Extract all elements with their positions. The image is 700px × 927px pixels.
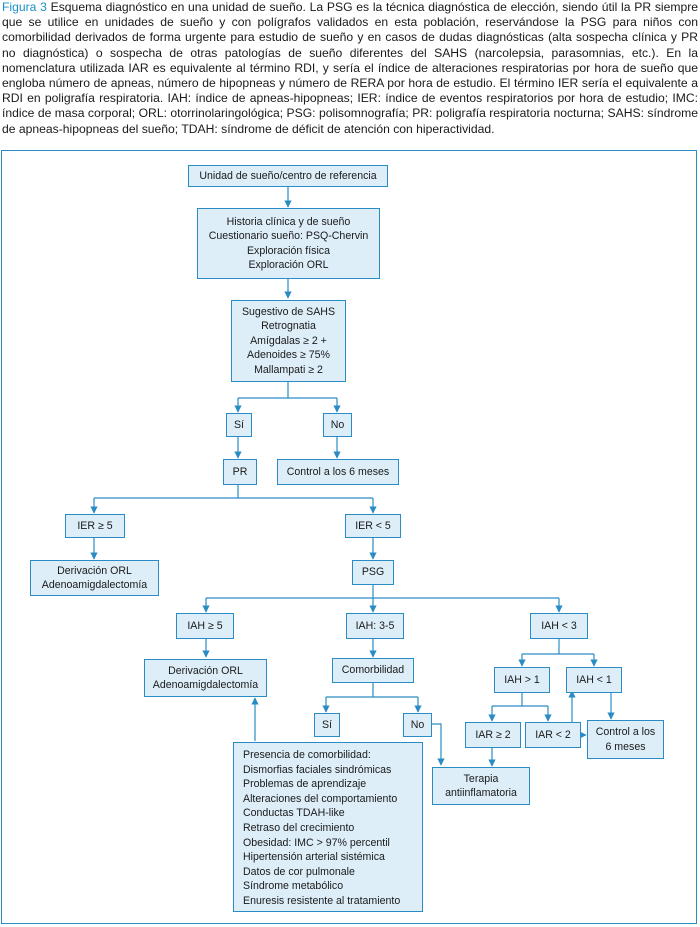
node-iah-3-5-label: IAH: 3-5 [355, 619, 395, 632]
node-control-6-meses: Control a los 6 meses [277, 459, 399, 485]
comorb-item: Alteraciones del comportamiento [243, 792, 398, 805]
node-no-1-label: No [330, 418, 345, 431]
comorb-item: Hipertensión arterial sistémica [243, 851, 385, 864]
node-unidad-sueno: Unidad de sueño/centro de referencia [188, 165, 388, 187]
comorb-item: Retraso del crecimiento [243, 821, 355, 834]
node-no-2: No [403, 713, 432, 737]
node-iah-3-5: IAH: 3-5 [346, 613, 404, 639]
derivacion1-line: Adenoamigdalectomía [41, 579, 148, 591]
node-pr: PR [223, 459, 257, 485]
node-ier-ge5-label: IER ≥ 5 [77, 519, 113, 532]
figure-caption: Figura 3 Esquema diagnóstico en una unid… [2, 0, 698, 137]
node-no-2-label: No [410, 718, 425, 731]
comorb-item: Datos de cor pulmonale [243, 865, 355, 878]
control2-line: 6 meses [605, 740, 646, 753]
historia-line: Exploración ORL [248, 258, 329, 271]
node-unidad-label: Unidad de sueño/centro de referencia [199, 169, 377, 182]
comorb-item: Dismorfias faciales sindrómicas [243, 763, 392, 776]
figure-label: Figura 3 [2, 0, 47, 14]
node-iah-ge5-label: IAH ≥ 5 [187, 619, 223, 632]
node-no-1: No [323, 413, 352, 437]
sugestivo-line: Mallampati ≥ 2 [254, 363, 323, 376]
comorb-item: Problemas de aprendizaje [243, 778, 367, 791]
node-iar-lt2: IAR < 2 [525, 722, 581, 748]
derivacion1-line: Derivación ORL [57, 564, 132, 577]
comorb-item: Conductas TDAH-like [243, 807, 345, 820]
terapia-line: Terapia [463, 772, 499, 785]
comorb-item: Síndrome metabólico [243, 880, 344, 893]
node-iar-ge2: IAR ≥ 2 [465, 722, 521, 748]
historia-line: Cuestionario sueño: PSQ-Chervin [208, 230, 369, 243]
node-ier-ge5: IER ≥ 5 [65, 514, 125, 538]
node-iah-gt1: IAH > 1 [494, 667, 550, 693]
node-derivacion-orl-1: Derivación ORL Adenoamigdalectomía [30, 560, 159, 596]
node-ier-lt5-label: IER < 5 [355, 519, 391, 532]
sugestivo-line: Adenoides ≥ 75% [247, 349, 330, 362]
historia-line: Exploración física [246, 244, 330, 257]
node-derivacion-orl-2: Derivación ORL Adenoamigdalectomía [144, 659, 267, 697]
node-pr-label: PR [232, 465, 248, 478]
control2-line: Control a los [595, 726, 656, 739]
node-ier-lt5: IER < 5 [345, 514, 401, 538]
node-iah-gt1-label: IAH > 1 [504, 673, 540, 686]
node-sugestivo-sahs: Sugestivo de SAHS Retrognatia Amígdalas … [231, 300, 346, 382]
node-iar-ge2-label: IAR ≥ 2 [475, 728, 511, 741]
node-iar-lt2-label: IAR < 2 [535, 728, 571, 741]
node-psg: PSG [352, 560, 394, 585]
connector-no2-terapia [430, 723, 445, 766]
comorb-item: Presencia de comorbilidad: [243, 749, 371, 761]
node-si-2: Sí [314, 713, 340, 737]
sugestivo-line: Retrognatia [261, 320, 316, 333]
node-iah-lt1: IAH < 1 [566, 667, 622, 693]
historia-line: Historia clínica y de sueño [226, 215, 351, 228]
diagram-frame [1, 150, 697, 924]
sugestivo-line: Amígdalas ≥ 2 + [250, 334, 327, 347]
node-iah-lt3: IAH < 3 [530, 613, 588, 639]
derivacion2-line: Derivación ORL [168, 664, 243, 677]
node-historia-clinica: Historia clínica y de sueño Cuestionario… [197, 208, 380, 279]
comorb-item: Obesidad: IMC > 97% percentil [243, 836, 390, 849]
node-psg-label: PSG [361, 566, 385, 579]
node-si-1-label: Sí [233, 418, 244, 431]
comorb-item: Enuresis resistente al tratamiento [243, 894, 401, 907]
node-iah-lt1-label: IAH < 1 [576, 673, 612, 686]
derivacion2-line: Adenoamigdalectomía [152, 679, 259, 691]
caption-text: Esquema diagnóstico en una unidad de sue… [2, 0, 698, 136]
sugestivo-line: Sugestivo de SAHS [241, 305, 336, 318]
node-control-6-meses-2: Control a los 6 meses [587, 720, 664, 759]
node-si-2-label: Sí [321, 718, 332, 731]
node-terapia-antiinflamatoria: Terapia antiinflamatoria [432, 767, 530, 805]
terapia-line: antiinflamatoria [445, 787, 517, 799]
node-comorbilidad: Comorbilidad [332, 658, 414, 683]
node-si-1: Sí [226, 413, 252, 437]
node-iah-ge5: IAH ≥ 5 [176, 613, 234, 639]
node-iah-lt3-label: IAH < 3 [541, 619, 577, 632]
node-control-label: Control a los 6 meses [286, 465, 390, 478]
node-comorbilidad-list: Presencia de comorbilidad: Dismorfias fa… [233, 742, 423, 912]
node-comorbilidad-label: Comorbilidad [341, 664, 405, 677]
